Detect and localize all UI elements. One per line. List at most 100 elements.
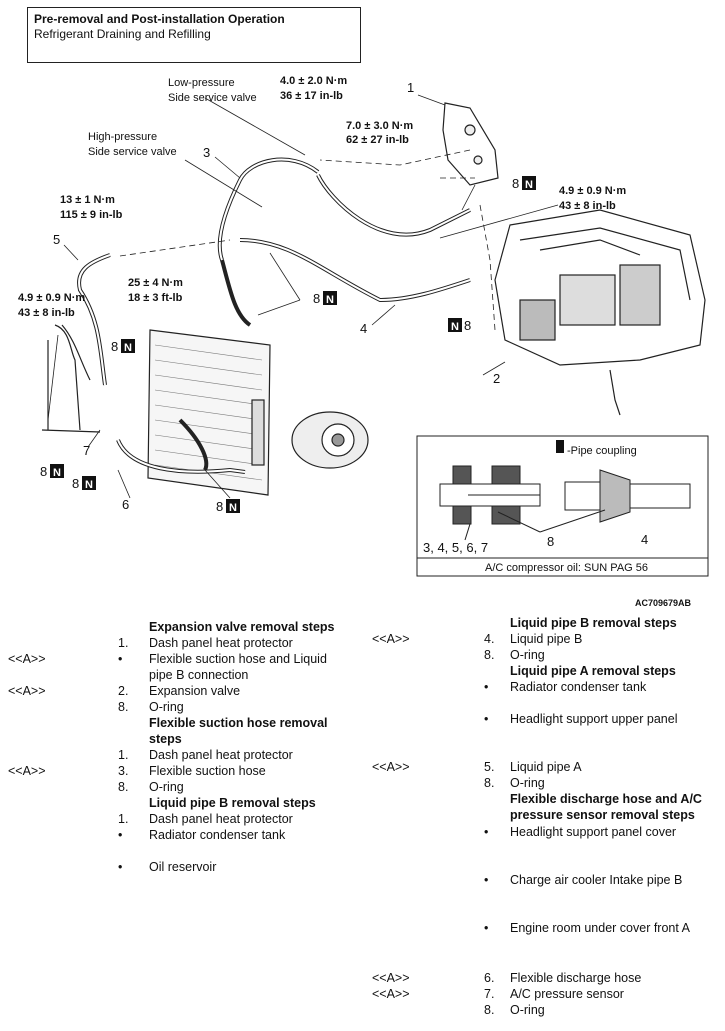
step-mark: <<A>> [8,684,46,698]
low-valve-label-2: Side service valve [168,92,257,104]
torque-low-valve-inlb: 36 ± 17 in-lb [280,90,343,102]
svg-text:N: N [451,321,459,333]
step-number: 8. [484,648,495,662]
svg-text:N: N [525,179,533,191]
torque-liquidb-nm: 13 ± 1 N·m [60,194,115,206]
svg-text:8: 8 [111,339,118,354]
svg-text:8: 8 [216,499,223,514]
oring-marker-condenser-top: 8 N [111,339,135,354]
step-number: 7. [484,987,495,1001]
inset-legend: -Pipe coupling [567,445,637,457]
step-mark: <<A>> [372,971,410,985]
leader-lines [119,149,496,331]
oil-can-icon [556,440,564,453]
step-text: Headlight support upper panel [510,712,678,726]
step-number: • [484,825,489,839]
oring-marker-left: 8 N [40,464,64,479]
step-group-heading: Flexible suction hose removal [149,716,328,730]
step-text: Flexible discharge hose [510,971,642,985]
bracket [442,102,499,186]
step-text: Charge air cooler Intake pipe B [510,873,683,887]
step-text: Expansion valve [149,684,241,698]
step-text: Engine room under cover front A [510,921,690,935]
step-number: 5. [484,760,495,774]
callout-2: 2 [493,371,500,386]
step-text: A/C pressure sensor [510,987,624,1001]
torque-bracket-inlb: 62 ± 27 in-lb [346,134,409,146]
step-text: O-ring [149,780,184,794]
step-number: 8. [484,1003,495,1017]
svg-text:8: 8 [40,464,47,479]
oring-marker-mid: 8 N [313,291,337,306]
step-number: • [484,680,489,694]
step-mark: <<A>> [372,987,410,1001]
figure-code: AC709679AB [635,598,692,608]
step-mark: <<A>> [372,760,410,774]
torque-liquidb-inlb: 115 ± 9 in-lb [60,209,123,221]
evaporator-unit [494,209,706,416]
callout-leaders [47,94,559,499]
high-valve-label-1: High-pressure [88,131,157,143]
svg-text:8: 8 [313,291,320,306]
step-number: 1. [118,748,129,762]
torque-left-nm: 4.9 ± 0.9 N·m [18,292,85,304]
step-number: • [484,921,489,935]
step-number: 3. [118,764,129,778]
step-number: 2. [118,684,129,698]
step-number: • [118,860,123,874]
svg-text:N: N [326,294,334,306]
svg-text:N: N [124,342,132,354]
step-text: Dash panel heat protector [149,748,293,762]
step-group-heading: Liquid pipe A removal steps [510,664,676,678]
high-valve-label-2: Side service valve [88,146,177,158]
oring-marker-bottom: 8 N [216,499,240,514]
liquid-pipe-bundle [41,324,101,433]
step-number: 4. [484,632,495,646]
step-mark: <<A>> [8,652,46,666]
step-text: Liquid pipe B [510,632,583,646]
step-text: Radiator condenser tank [510,680,647,694]
torque-low-valve-nm: 4.0 ± 2.0 N·m [280,75,347,87]
inset-oring-label: 8 [547,534,554,549]
inset-footer: A/C compressor oil: SUN PAG 56 [485,562,648,574]
step-text: O-ring [510,776,545,790]
step-text: Radiator condenser tank [149,828,286,842]
torque-right-inlb: 43 ± 8 in-lb [559,200,616,212]
step-text: pipe B connection [149,668,249,682]
pipe-coupling-inset: -Pipe coupling 3, 4, 5, 6, 7 8 4 A/C com… [416,435,709,577]
step-number: 8. [118,700,129,714]
step-group-heading: steps [149,732,182,746]
step-text: Oil reservoir [149,860,217,874]
step-group-heading: Liquid pipe B removal steps [510,616,677,630]
step-number: • [484,873,489,887]
step-text: O-ring [510,1003,545,1017]
step-text: Flexible suction hose and Liquid [149,652,327,666]
callout-5: 5 [53,232,60,247]
step-mark: <<A>> [372,632,410,646]
oring-marker-expansion: N 8 [448,318,471,333]
callout-3: 3 [203,145,210,160]
torque-specs: 4.0 ± 2.0 N·m 36 ± 17 in-lb 7.0 ± 3.0 N·… [18,75,626,319]
compressor [291,411,369,469]
low-valve-label-1: Low-pressure [168,77,235,89]
callout-6: 6 [122,497,129,512]
steps-right-column: Liquid pipe B removal steps <<A>> 4. Liquid… [368,615,725,1025]
oring-marker-left-low: 8 N [72,476,96,491]
oring-markers: 8 N 8 N N 8 8 N 8 N 8 N 8 N [40,176,536,514]
condenser [147,329,271,496]
svg-text:8: 8 [72,476,79,491]
step-number: 6. [484,971,495,985]
callout-7: 7 [83,443,90,458]
step-number: • [118,652,123,666]
oring-marker-top-right: 8 N [512,176,536,191]
step-text: Dash panel heat protector [149,636,293,650]
inset-pipe-label: 4 [641,532,648,547]
torque-condenser-ftlb: 18 ± 3 ft-lb [128,292,183,304]
step-text: Headlight support panel cover [510,825,677,839]
torque-left-inlb: 43 ± 8 in-lb [18,307,75,319]
step-text: O-ring [510,648,545,662]
step-number: 1. [118,812,129,826]
step-number: 8. [118,780,129,794]
svg-text:8: 8 [464,318,471,333]
